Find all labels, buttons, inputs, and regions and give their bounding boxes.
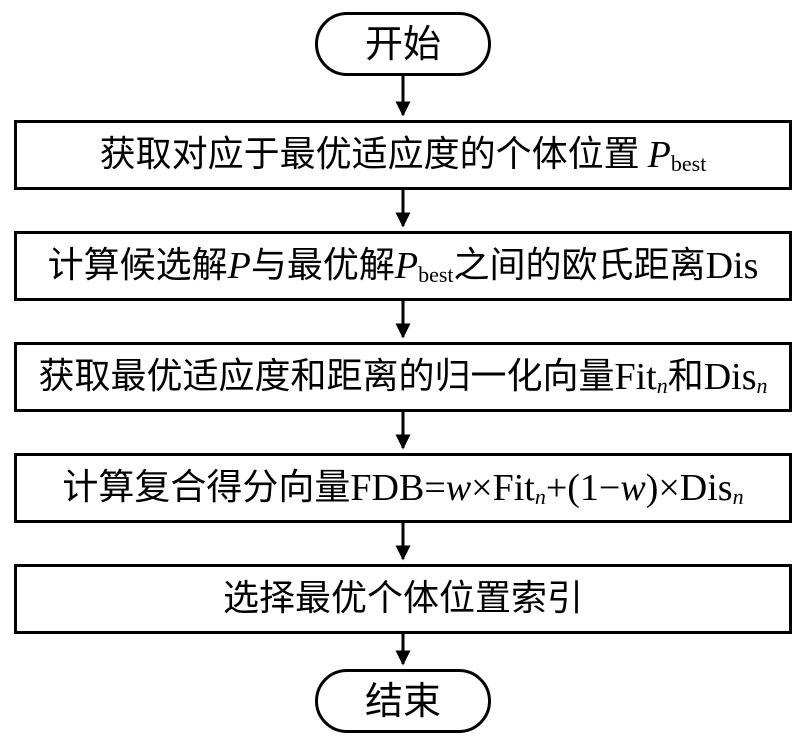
step3-box: 获取最优适应度和距离的归一化向量 Fit n 和 Dis n [14, 342, 792, 412]
step4-formula-4: )×Dis [645, 467, 733, 509]
step4-formula-3: +(1− [545, 467, 621, 509]
step3-text-b: 和 [667, 356, 704, 397]
step3-latin-a: Fit [614, 356, 657, 398]
step2-var-a: P [227, 245, 251, 287]
step4-sub-1: n [534, 484, 546, 509]
start-label: 开始 [364, 22, 441, 66]
step4-text-a: 计算复合得分向量 [62, 467, 351, 508]
step4-sub-2: n [732, 484, 744, 509]
step4-formula-1: FDB= [350, 467, 446, 509]
step5-text: 选择最优个体位置索引 [222, 578, 583, 619]
step4-weight-1: w [445, 467, 472, 509]
step1-box: 获取对应于最优适应度的个体位置 P best [14, 120, 792, 190]
step4-formula-2: ×Fit [471, 467, 535, 509]
step3-text-a: 获取最优适应度和距离的归一化向量 [38, 356, 615, 397]
step2-var-b: P [394, 245, 419, 287]
step3-sub-a: n [656, 373, 668, 398]
step3-sub-b: n [756, 373, 768, 398]
step2-sub-b: best [418, 262, 454, 287]
step1-sub: best [670, 151, 707, 176]
end-node: 结束 [315, 669, 491, 733]
step2-text-c: 之间的欧氏距离 [453, 245, 706, 286]
step1-var: P [647, 134, 671, 176]
step2-text-a: 计算候选解 [47, 245, 228, 286]
step2-text-b: 与最优解 [250, 245, 395, 286]
step4-weight-2: w [620, 467, 646, 509]
end-label: 结束 [364, 679, 441, 723]
start-node: 开始 [315, 12, 491, 76]
step2-latin: Dis [705, 245, 759, 287]
step3-latin-b: Dis [703, 356, 757, 398]
step2-box: 计算候选解 P 与最优解 P best 之间的欧氏距离 Dis [14, 231, 792, 301]
step4-box: 计算复合得分向量 FDB= w ×Fit n +(1− w )×Dis n [14, 453, 792, 523]
step5-box: 选择最优个体位置索引 [14, 564, 792, 634]
step1-text: 获取对应于最优适应度的个体位置 [99, 134, 640, 175]
